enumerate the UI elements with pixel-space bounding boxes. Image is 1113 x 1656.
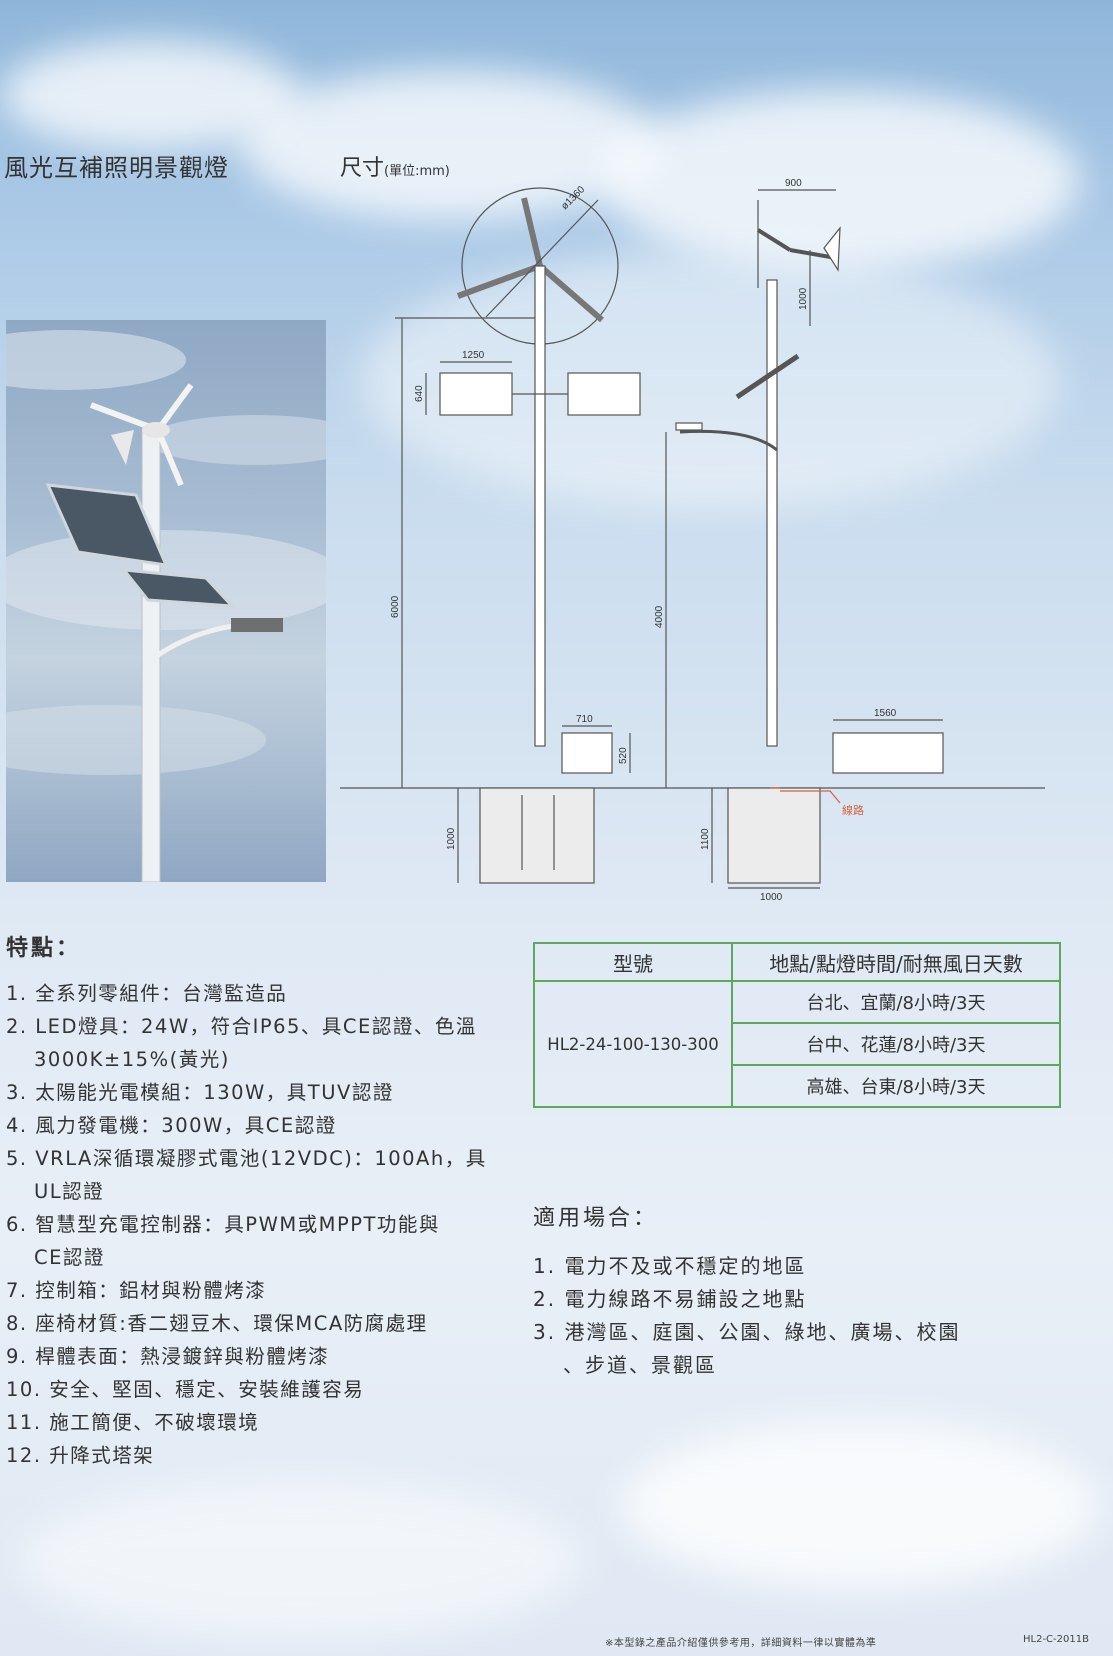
features-list: 1. 全系列零組件：台灣監造品 2. LED燈具：24W，符合IP65、具CE認…: [6, 977, 506, 1472]
applications-title: 適用場合：: [533, 1206, 659, 1231]
cloud: [620, 1420, 1100, 1590]
dim-bench-width-side: 1560: [874, 708, 897, 719]
technical-drawing: ø1360 1250 640 6000 710 520 1000 900 100…: [340, 178, 1045, 900]
footer-note: ※本型錄之產品介紹僅供參考用，詳細資料一律以實體為準: [605, 1638, 877, 1649]
table-row: HL2-24-100-130-300 台北、宜蘭/8小時/3天: [533, 980, 1061, 1108]
applications-list: 1. 電力不及或不穩定的地區 2. 電力線路不易鋪設之地點 3. 港灣區、庭園、…: [533, 1250, 1073, 1382]
features-title: 特點：: [6, 936, 82, 961]
footer-code: HL2-C-2011B: [1023, 1634, 1089, 1645]
dimension-unit: (單位:mm): [384, 164, 450, 179]
model-cell: HL2-24-100-130-300: [533, 980, 733, 1108]
dim-bench-height: 520: [618, 747, 629, 764]
list-item: 3. 太陽能光電模組：130W，具TUV認證: [6, 1081, 394, 1104]
wiring-label: 線路: [842, 803, 864, 817]
table-row: 台中、花蓮/8小時/3天: [534, 1022, 1061, 1066]
dim-pole-height: 6000: [390, 595, 401, 618]
table-row: 高雄、台東/8小時/3天: [534, 1064, 1061, 1108]
list-item: 4. 風力發電機：300W，具CE認證: [6, 1114, 337, 1137]
list-item: 1. 電力不及或不穩定的地區: [533, 1254, 807, 1278]
location-cell: 台中、花蓮/8小時/3天: [731, 1022, 1061, 1066]
dim-turbine-height: 1000: [798, 287, 809, 310]
list-item: 8. 座椅材質:香二翅豆木、環保MCA防腐處理: [6, 1312, 428, 1335]
list-item: 3. 港灣區、庭園、公園、綠地、廣場、校園、步道、景觀區: [533, 1320, 961, 1377]
list-item: 9. 桿體表面：熱浸鍍鋅與粉體烤漆: [6, 1345, 330, 1368]
dim-panel-height: 640: [414, 385, 425, 402]
dim-foundation-width: 1000: [760, 892, 783, 900]
dim-turbine-width: 900: [785, 178, 802, 189]
cloud: [240, 70, 660, 220]
location-cell: 台北、宜蘭/8小時/3天: [731, 980, 1061, 1024]
dim-lamp-height: 4000: [654, 605, 665, 628]
product-photo: [6, 320, 326, 882]
list-item: 7. 控制箱：鋁材與粉體烤漆: [6, 1279, 267, 1302]
dim-rotor-diameter: ø1360: [559, 184, 587, 212]
header-location: 地點/點燈時間/耐無風日天數: [731, 942, 1061, 982]
cloud: [20, 1480, 580, 1640]
dim-panel-width: 1250: [462, 350, 485, 361]
dim-bench-width: 710: [576, 714, 593, 725]
list-item: 12. 升降式塔架: [6, 1444, 155, 1467]
cloud: [0, 40, 300, 150]
list-item: 11. 施工簡便、不破壞環境: [6, 1411, 260, 1434]
page-title: 風光互補照明景觀燈: [4, 154, 229, 182]
dimension-title: 尺寸(單位:mm): [340, 156, 450, 181]
list-item: 2. 電力線路不易鋪設之地點: [533, 1287, 807, 1311]
table-header-row: 型號 地點/點燈時間/耐無風日天數: [533, 942, 1061, 982]
dim-foundation-depth-side: 1100: [700, 828, 711, 850]
list-item: 10. 安全、堅固、穩定、安裝維護容易: [6, 1378, 365, 1401]
dim-foundation-depth: 1000: [446, 827, 457, 850]
list-item: 1. 全系列零組件：台灣監造品: [6, 982, 288, 1005]
header-model: 型號: [533, 942, 733, 982]
spec-table: 型號 地點/點燈時間/耐無風日天數 HL2-24-100-130-300 台北、…: [533, 942, 1061, 1108]
location-cell: 高雄、台東/8小時/3天: [731, 1064, 1061, 1108]
